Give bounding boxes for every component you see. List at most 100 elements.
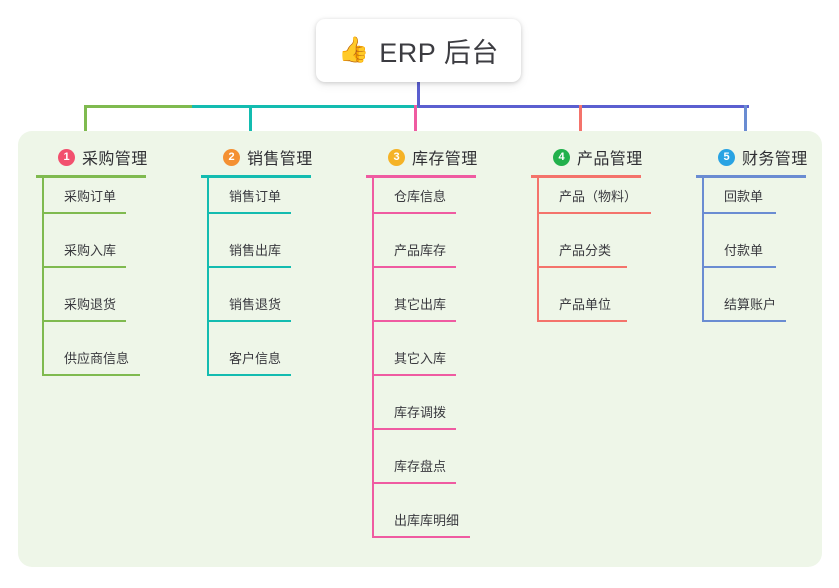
column-header-4[interactable]: 4 产品管理 <box>553 145 643 169</box>
column-title-5: 财务管理 <box>742 151 808 168</box>
leaf-item-rule <box>372 482 456 484</box>
leaf-item-label: 结算账户 <box>724 297 777 312</box>
column-items-5: 回款单付款单结算账户 <box>696 178 808 340</box>
leaf-item[interactable]: 销售订单 <box>201 178 313 232</box>
leaf-item-label: 付款单 <box>724 243 764 258</box>
stub-connector-1 <box>84 105 87 145</box>
leaf-item-rule <box>702 320 786 322</box>
leaf-item-rule <box>372 320 456 322</box>
leaf-item[interactable]: 供应商信息 <box>36 340 148 394</box>
leaf-item-rule <box>372 536 470 538</box>
leaf-item[interactable]: 产品库存 <box>366 232 478 286</box>
column-badge-1: 1 <box>58 148 75 166</box>
bus-green <box>84 105 192 108</box>
column-spine-4 <box>537 178 539 322</box>
leaf-item[interactable]: 采购退货 <box>36 286 148 340</box>
column-badge-4: 4 <box>553 148 570 166</box>
leaf-item[interactable]: 库存盘点 <box>366 448 478 502</box>
leaf-item-label: 仓库信息 <box>394 189 447 204</box>
leaf-item-rule <box>372 266 456 268</box>
column-items-3: 仓库信息产品库存其它出库其它入库库存调拨库存盘点出库库明细 <box>366 178 478 556</box>
leaf-item-rule <box>42 320 126 322</box>
column-items-2: 销售订单销售出库销售退货客户信息 <box>201 178 313 394</box>
stub-connector-4 <box>579 105 582 145</box>
column-header-3[interactable]: 3 库存管理 <box>388 145 478 169</box>
leaf-item-label: 销售出库 <box>229 243 282 258</box>
leaf-item[interactable]: 产品单位 <box>531 286 643 340</box>
leaf-item-rule <box>537 320 627 322</box>
column-2: 2 销售管理销售订单销售出库销售退货客户信息 <box>201 145 313 394</box>
leaf-item[interactable]: 付款单 <box>696 232 808 286</box>
leaf-item-label: 其它入库 <box>394 351 447 366</box>
column-items-1: 采购订单采购入库采购退货供应商信息 <box>36 178 148 394</box>
column-badge-3: 3 <box>388 148 405 166</box>
root-node[interactable]: 👍 ERP 后台 <box>316 19 521 82</box>
leaf-item-label: 库存调拨 <box>394 405 447 420</box>
thumbs-up-icon: 👍 <box>338 36 370 64</box>
leaf-item-label: 采购订单 <box>64 189 117 204</box>
leaf-item[interactable]: 采购入库 <box>36 232 148 286</box>
column-rule-1 <box>36 175 146 178</box>
leaf-item[interactable]: 结算账户 <box>696 286 808 340</box>
leaf-item[interactable]: 回款单 <box>696 178 808 232</box>
leaf-item-label: 产品分类 <box>559 243 612 258</box>
leaf-item-label: 客户信息 <box>229 351 282 366</box>
leaf-item[interactable]: 产品（物料） <box>531 178 651 232</box>
leaf-item-label: 出库库明细 <box>394 513 460 528</box>
leaf-item-label: 供应商信息 <box>64 351 130 366</box>
leaf-item-label: 库存盘点 <box>394 459 447 474</box>
leaf-item[interactable]: 其它出库 <box>366 286 478 340</box>
leaf-item-rule <box>372 374 456 376</box>
leaf-item-rule <box>537 266 627 268</box>
leaf-item-rule <box>207 212 291 214</box>
column-header-2[interactable]: 2 销售管理 <box>223 145 313 169</box>
leaf-item[interactable]: 产品分类 <box>531 232 643 286</box>
column-header-1[interactable]: 1 采购管理 <box>58 145 148 169</box>
leaf-item[interactable]: 其它入库 <box>366 340 478 394</box>
leaf-item-label: 采购退货 <box>64 297 117 312</box>
column-items-4: 产品（物料） 产品分类产品单位 <box>531 178 651 340</box>
leaf-item-rule <box>207 374 291 376</box>
leaf-item-label: 产品单位 <box>559 297 612 312</box>
column-rule-2 <box>201 175 311 178</box>
column-title-4: 产品管理 <box>577 151 643 168</box>
content-panel <box>18 131 822 567</box>
column-badge-5: 5 <box>718 148 735 166</box>
leaf-item-rule <box>42 212 126 214</box>
leaf-item-rule <box>42 374 140 376</box>
column-rule-3 <box>366 175 476 178</box>
leaf-item-label: 产品（物料） <box>559 189 638 204</box>
column-title-2: 销售管理 <box>247 151 313 168</box>
root-trunk-connector <box>417 82 420 106</box>
column-spine-3 <box>372 178 374 538</box>
column-header-5[interactable]: 5 财务管理 <box>718 145 808 169</box>
leaf-item[interactable]: 库存调拨 <box>366 394 478 448</box>
column-1: 1 采购管理采购订单采购入库采购退货供应商信息 <box>36 145 148 394</box>
leaf-item[interactable]: 出库库明细 <box>366 502 478 556</box>
leaf-item-rule <box>207 266 291 268</box>
leaf-item-rule <box>537 212 651 214</box>
column-spine-2 <box>207 178 209 376</box>
leaf-item-label: 回款单 <box>724 189 764 204</box>
leaf-item-label: 其它出库 <box>394 297 447 312</box>
leaf-item-rule <box>372 428 456 430</box>
leaf-item[interactable]: 客户信息 <box>201 340 313 394</box>
leaf-item-label: 产品库存 <box>394 243 447 258</box>
column-title-1: 采购管理 <box>82 151 148 168</box>
column-badge-2: 2 <box>223 148 240 166</box>
leaf-item[interactable]: 销售退货 <box>201 286 313 340</box>
leaf-item-rule <box>372 212 456 214</box>
column-spine-5 <box>702 178 704 322</box>
column-spine-1 <box>42 178 44 376</box>
column-title-3: 库存管理 <box>412 151 478 168</box>
column-3: 3 库存管理仓库信息产品库存其它出库其它入库库存调拨库存盘点出库库明细 <box>366 145 478 556</box>
leaf-item-label: 销售退货 <box>229 297 282 312</box>
stub-connector-2 <box>249 105 252 145</box>
bus-teal <box>192 105 418 108</box>
leaf-item[interactable]: 仓库信息 <box>366 178 478 232</box>
leaf-item[interactable]: 采购订单 <box>36 178 148 232</box>
leaf-item[interactable]: 销售出库 <box>201 232 313 286</box>
column-5: 5 财务管理回款单付款单结算账户 <box>696 145 808 340</box>
stub-connector-3 <box>414 105 417 145</box>
